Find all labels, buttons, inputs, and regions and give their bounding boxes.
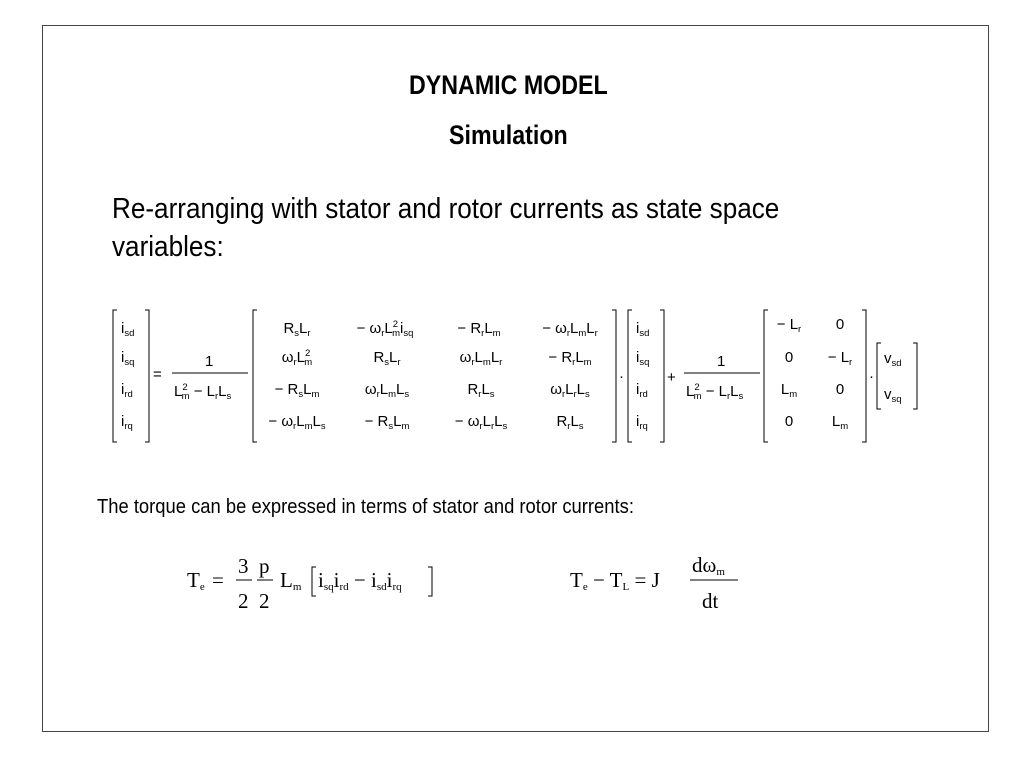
equals-sign: = — [153, 366, 162, 383]
svg-text:− ωrLrLs: − ωrLrLs — [455, 413, 508, 432]
svg-text:Lm: Lm — [832, 413, 848, 432]
svg-text:irq: irq — [636, 413, 648, 432]
svg-text:ωrLmLr: ωrLmLr — [460, 349, 503, 368]
lhs-bracket-left — [112, 309, 117, 443]
svg-text:− RsLm: − RsLm — [275, 381, 320, 400]
input-vector: vsd vsq — [884, 350, 902, 405]
svg-text:ird: ird — [636, 381, 648, 400]
state-vector: isd isq ird irq — [636, 320, 649, 432]
svg-text:RrLs: RrLs — [556, 413, 583, 432]
plus-sign: + — [667, 369, 676, 386]
svg-text:− Lr: − Lr — [777, 316, 801, 335]
b-matrix: − Lr 0 0 − Lr Lm 0 0 Lm — [777, 316, 852, 432]
svg-text:vsd: vsd — [884, 350, 902, 369]
torque-bracket-right — [428, 566, 433, 597]
svg-text:isq: isq — [121, 349, 134, 368]
input-bracket-right — [913, 342, 918, 410]
svg-text:− RsLm: − RsLm — [365, 413, 410, 432]
svg-text:ωrLrLs: ωrLrLs — [550, 381, 590, 400]
dot-operator-2: · — [869, 368, 874, 385]
svg-text:RrLs: RrLs — [467, 381, 494, 400]
svg-text:irq: irq — [121, 413, 133, 432]
svg-text:0: 0 — [836, 316, 844, 333]
svg-text:2: 2 — [259, 589, 270, 613]
svg-text:− Lr: − Lr — [828, 349, 852, 368]
svg-text:1: 1 — [205, 353, 213, 370]
lhs-state-vector: isd isq ird irq — [121, 320, 134, 432]
svg-text:L2m − LrLs: L2m − LrLs — [174, 382, 232, 402]
svg-text:isd: isd — [121, 320, 134, 339]
slide-subtitle: Simulation — [449, 120, 568, 150]
svg-text:p: p — [259, 554, 270, 578]
svg-text:1: 1 — [717, 353, 725, 370]
torque-equation: Te = 3 2 p 2 Lm isqird − isdirq — [187, 554, 402, 613]
svg-text:0: 0 — [836, 381, 844, 398]
a-matrix-bracket-right — [612, 309, 617, 443]
svg-text:=: = — [212, 568, 224, 592]
svg-text:vsq: vsq — [884, 386, 902, 405]
svg-text:RsLr: RsLr — [283, 320, 310, 339]
motion-equation: Te − TL = J dωm dt — [570, 553, 725, 613]
svg-text:ird: ird — [121, 381, 133, 400]
svg-text:− RrLm: − RrLm — [548, 349, 591, 368]
torque-intro-text: The torque can be expressed in terms of … — [97, 496, 634, 518]
svg-text:dt: dt — [702, 589, 719, 613]
dot-operator-1: · — [619, 368, 624, 385]
a-matrix-bracket-left — [252, 309, 257, 443]
state-bracket-right — [660, 309, 665, 443]
b-matrix-bracket-right — [862, 309, 867, 443]
svg-text:Lm: Lm — [280, 568, 302, 593]
svg-text:dωm: dωm — [692, 553, 725, 578]
svg-text:isd: isd — [636, 320, 649, 339]
input-bracket-left — [876, 342, 881, 410]
svg-text:2: 2 — [238, 589, 249, 613]
b-matrix-bracket-left — [763, 309, 768, 443]
svg-text:isqird − isdirq: isqird − isdirq — [318, 568, 402, 593]
svg-text:0: 0 — [785, 349, 793, 366]
intro-text: Re-arranging with stator and rotor curre… — [112, 193, 780, 263]
svg-text:0: 0 — [785, 413, 793, 430]
svg-text:− ωrLmLs: − ωrLmLs — [268, 413, 325, 432]
torque-bracket-left — [311, 566, 316, 597]
svg-text:− RrLm: − RrLm — [457, 320, 500, 339]
svg-text:Lm: Lm — [781, 381, 797, 400]
svg-text:RsLr: RsLr — [373, 349, 400, 368]
slide-title: DYNAMIC MODEL — [409, 70, 608, 100]
svg-text:L2m − LrLs: L2m − LrLs — [686, 382, 744, 402]
state-bracket-left — [627, 309, 632, 443]
svg-text:Te − TL = J: Te − TL = J — [570, 568, 660, 593]
svg-text:isq: isq — [636, 349, 649, 368]
lhs-bracket-right — [145, 309, 150, 443]
svg-text:Te: Te — [187, 568, 205, 593]
svg-text:3: 3 — [238, 554, 249, 578]
slide-frame — [42, 25, 989, 732]
svg-text:− ωrLmLr: − ωrLmLr — [542, 320, 598, 339]
svg-text:ωrLmLs: ωrLmLs — [365, 381, 410, 400]
